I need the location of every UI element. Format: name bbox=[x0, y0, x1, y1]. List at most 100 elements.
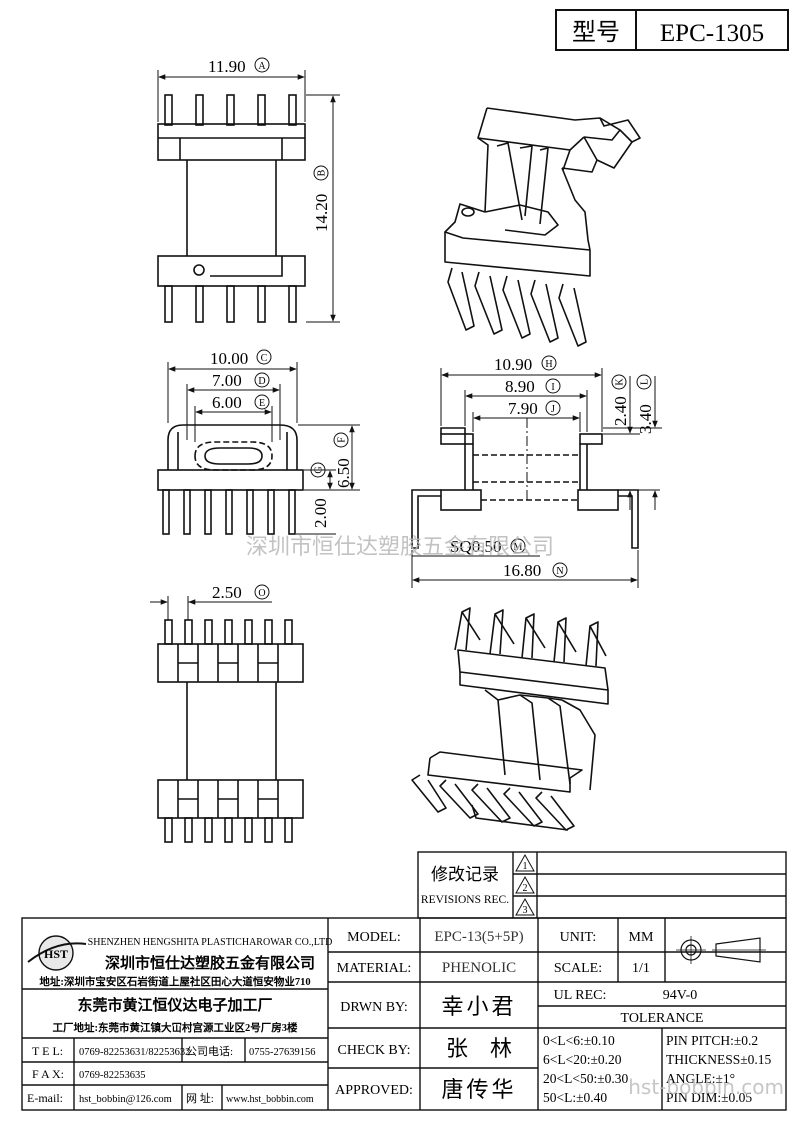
dim-D-badge: D bbox=[254, 372, 270, 388]
factory-address: 工厂地址:东莞市黄江镇大冚村宫源工业区2号厂房3楼 bbox=[53, 1021, 298, 1034]
dim-O-value: 2.50 bbox=[212, 583, 242, 602]
company-name-cn: 深圳市恒仕达塑胶五金有限公司 bbox=[105, 954, 315, 972]
revisions-title-cn: 修改记录 bbox=[431, 865, 499, 884]
svg-text:E: E bbox=[259, 398, 265, 409]
company-address: 地址:深圳市宝安区石岩街道上屋社区田心大道恒安物业710 bbox=[39, 975, 310, 988]
unit-label: UNIT: bbox=[560, 930, 597, 945]
svg-text:3: 3 bbox=[523, 905, 528, 916]
dim-B-value: 14.20 bbox=[312, 194, 331, 232]
bottom-view bbox=[157, 619, 304, 843]
drawn-by-label: DRWN BY: bbox=[340, 1000, 408, 1015]
dim-O bbox=[150, 596, 272, 620]
approved-label: APPROVED: bbox=[335, 1083, 413, 1098]
svg-text:2: 2 bbox=[523, 883, 528, 894]
dim-J-value: 7.90 bbox=[508, 399, 538, 418]
model-header-box: 型号 EPC-1305 bbox=[555, 9, 789, 51]
revision-row-3: 3 bbox=[515, 897, 535, 916]
dim-B-badge: B bbox=[313, 165, 329, 181]
dim-N bbox=[411, 550, 639, 588]
isometric-view-bottom bbox=[411, 607, 609, 831]
email-value: hst_bobbin@126.com bbox=[79, 1094, 172, 1105]
dim-H-badge: H bbox=[541, 355, 557, 371]
revisions-block bbox=[417, 851, 787, 919]
dim-A-badge: A bbox=[254, 57, 270, 73]
svg-text:J: J bbox=[551, 404, 555, 415]
fax-value: 0769-82253635 bbox=[79, 1070, 146, 1081]
tolerance-thickness: THICKNESS±0.15 bbox=[666, 1052, 772, 1067]
side-view bbox=[157, 424, 304, 535]
dim-K-value: 2.40 bbox=[611, 396, 630, 426]
isometric-view-top bbox=[444, 107, 641, 347]
dim-L-value: 3.40 bbox=[636, 404, 655, 434]
revision-row-1: 1 bbox=[515, 853, 535, 872]
tel-label: T E L: bbox=[32, 1044, 63, 1058]
model-value: EPC-13(5+5P) bbox=[434, 929, 523, 945]
dim-G-badge: G bbox=[310, 462, 326, 478]
dim-F-badge: F bbox=[333, 432, 349, 448]
dim-I-badge: I bbox=[545, 378, 561, 394]
svg-text:C: C bbox=[261, 353, 268, 364]
ul-rec-value: 94V-0 bbox=[663, 988, 698, 1003]
email-label: E-mail: bbox=[27, 1091, 63, 1105]
dim-N-badge: N bbox=[552, 562, 568, 578]
title-block-frame bbox=[21, 917, 787, 1111]
dim-E bbox=[194, 406, 273, 442]
dim-J bbox=[472, 412, 581, 432]
tolerance-pin-pitch: PIN PITCH:±0.2 bbox=[666, 1033, 758, 1048]
projection-symbol-icon bbox=[676, 936, 766, 964]
model-header-label: 型号 bbox=[572, 19, 620, 46]
dim-D bbox=[186, 384, 281, 440]
dim-D-value: 7.00 bbox=[212, 371, 242, 390]
revisions-title-en: REVISIONS REC. bbox=[421, 894, 509, 906]
tolerance-angle: ANGLE:±1° bbox=[666, 1071, 735, 1086]
tolerance-pin-dim: PIN DIM:±0.05 bbox=[666, 1090, 752, 1105]
front-view bbox=[157, 94, 306, 323]
svg-text:M: M bbox=[514, 542, 523, 553]
svg-text:L: L bbox=[640, 379, 651, 385]
web-label: 网 址: bbox=[186, 1091, 214, 1105]
dim-C-badge: C bbox=[256, 349, 272, 365]
dim-H-value: 10.90 bbox=[494, 355, 532, 374]
dim-K-badge: K bbox=[611, 374, 627, 390]
check-by-label: CHECK BY: bbox=[337, 1043, 410, 1058]
svg-text:HST: HST bbox=[44, 947, 68, 961]
dim-A-value: 11.90 bbox=[208, 57, 246, 76]
svg-text:I: I bbox=[551, 382, 554, 393]
ul-rec-label: UL REC: bbox=[554, 988, 607, 1003]
tolerance-range-2: 6<L<20:±0.20 bbox=[543, 1052, 622, 1067]
drawn-by-value: 幸小君 bbox=[441, 994, 516, 1019]
unit-value: MM bbox=[629, 930, 654, 945]
svg-text:F: F bbox=[337, 437, 348, 443]
svg-text:G: G bbox=[314, 466, 325, 473]
svg-text:1: 1 bbox=[523, 861, 528, 872]
dim-M-value: SQ0.50 bbox=[450, 537, 501, 556]
svg-text:B: B bbox=[317, 169, 328, 176]
tolerance-range-4: 50<L:±0.40 bbox=[543, 1090, 607, 1105]
factory-name-cn: 东莞市黄江恒仪达电子加工厂 bbox=[77, 996, 272, 1014]
dim-H bbox=[440, 368, 603, 432]
svg-text:N: N bbox=[556, 566, 563, 577]
model-header-value: EPC-1305 bbox=[660, 20, 764, 47]
check-by-value: 张 林 bbox=[446, 1036, 512, 1061]
svg-text:A: A bbox=[258, 61, 266, 72]
dim-E-badge: E bbox=[254, 394, 270, 410]
dim-F bbox=[298, 424, 360, 491]
dim-G-value: 2.00 bbox=[311, 498, 330, 528]
dim-J-badge: J bbox=[545, 400, 561, 416]
hst-logo: HST bbox=[27, 935, 87, 971]
dim-A bbox=[157, 70, 306, 122]
tolerance-range-1: 0<L<6:±0.10 bbox=[543, 1033, 615, 1048]
dim-F-value: 6.50 bbox=[334, 458, 353, 488]
watermark-main: 深圳市恒仕达塑胶五金有限公司 bbox=[246, 535, 554, 560]
dim-O-badge: O bbox=[254, 584, 270, 600]
dim-K bbox=[603, 376, 660, 510]
dim-I bbox=[464, 390, 588, 432]
watermark-corner: hst-bobbin.com bbox=[628, 1075, 784, 1099]
material-label: MATERIAL: bbox=[337, 961, 412, 976]
tel-value: 0769-82253631/82253632 bbox=[79, 1047, 190, 1058]
tolerance-title: TOLERANCE bbox=[621, 1011, 704, 1026]
scale-value: 1/1 bbox=[632, 961, 650, 976]
web-value: www.hst_bobbin.com bbox=[226, 1094, 314, 1105]
dim-M-badge: M bbox=[510, 538, 526, 554]
section-view bbox=[411, 418, 639, 549]
